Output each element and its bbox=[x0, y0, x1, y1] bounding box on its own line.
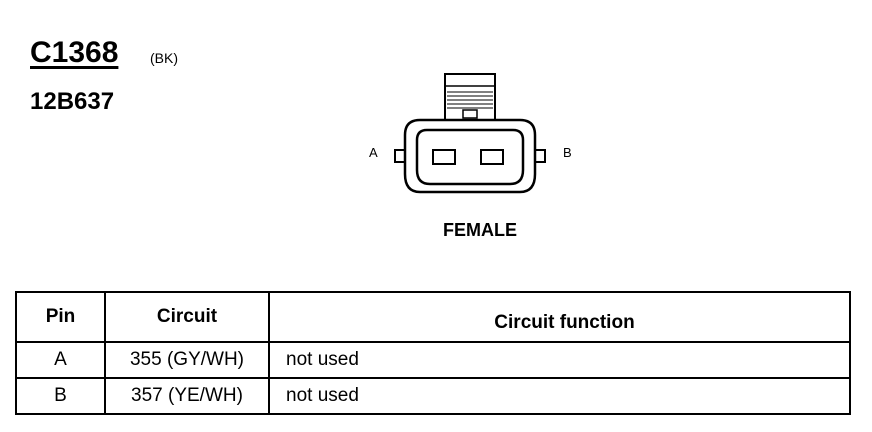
pin-label-b: B bbox=[563, 145, 572, 160]
cell-circuit: 355 (GY/WH) bbox=[104, 341, 270, 379]
table-row: A 355 (GY/WH) not used bbox=[15, 341, 851, 379]
cell-circuit-function: not used bbox=[268, 377, 851, 415]
locking-tab bbox=[444, 73, 496, 123]
header-circuit-function: Circuit function bbox=[268, 291, 851, 343]
connector-housing-inner bbox=[415, 128, 525, 186]
pin-cavity-b bbox=[480, 149, 504, 165]
part-number: 12B637 bbox=[30, 88, 115, 115]
cell-circuit: 357 (YE/WH) bbox=[104, 377, 270, 415]
header-pin: Pin bbox=[15, 291, 106, 343]
connector-gender-label: FEMALE bbox=[443, 220, 517, 240]
header-circuit: Circuit bbox=[104, 291, 270, 343]
pinout-table: Pin Circuit Circuit function A 355 (GY/W… bbox=[15, 291, 851, 415]
connector-color-code: (BK) bbox=[150, 50, 178, 66]
cell-pin: A bbox=[15, 341, 106, 379]
pin-cavity-a bbox=[432, 149, 456, 165]
table-header-row: Pin Circuit Circuit function bbox=[15, 291, 851, 343]
pin-label-a: A bbox=[369, 145, 378, 160]
connector-id: C1368 bbox=[30, 36, 119, 69]
table-row: B 357 (YE/WH) not used bbox=[15, 377, 851, 415]
connector-face-drawing bbox=[394, 73, 546, 194]
cell-circuit-function: not used bbox=[268, 341, 851, 379]
cell-pin: B bbox=[15, 377, 106, 415]
